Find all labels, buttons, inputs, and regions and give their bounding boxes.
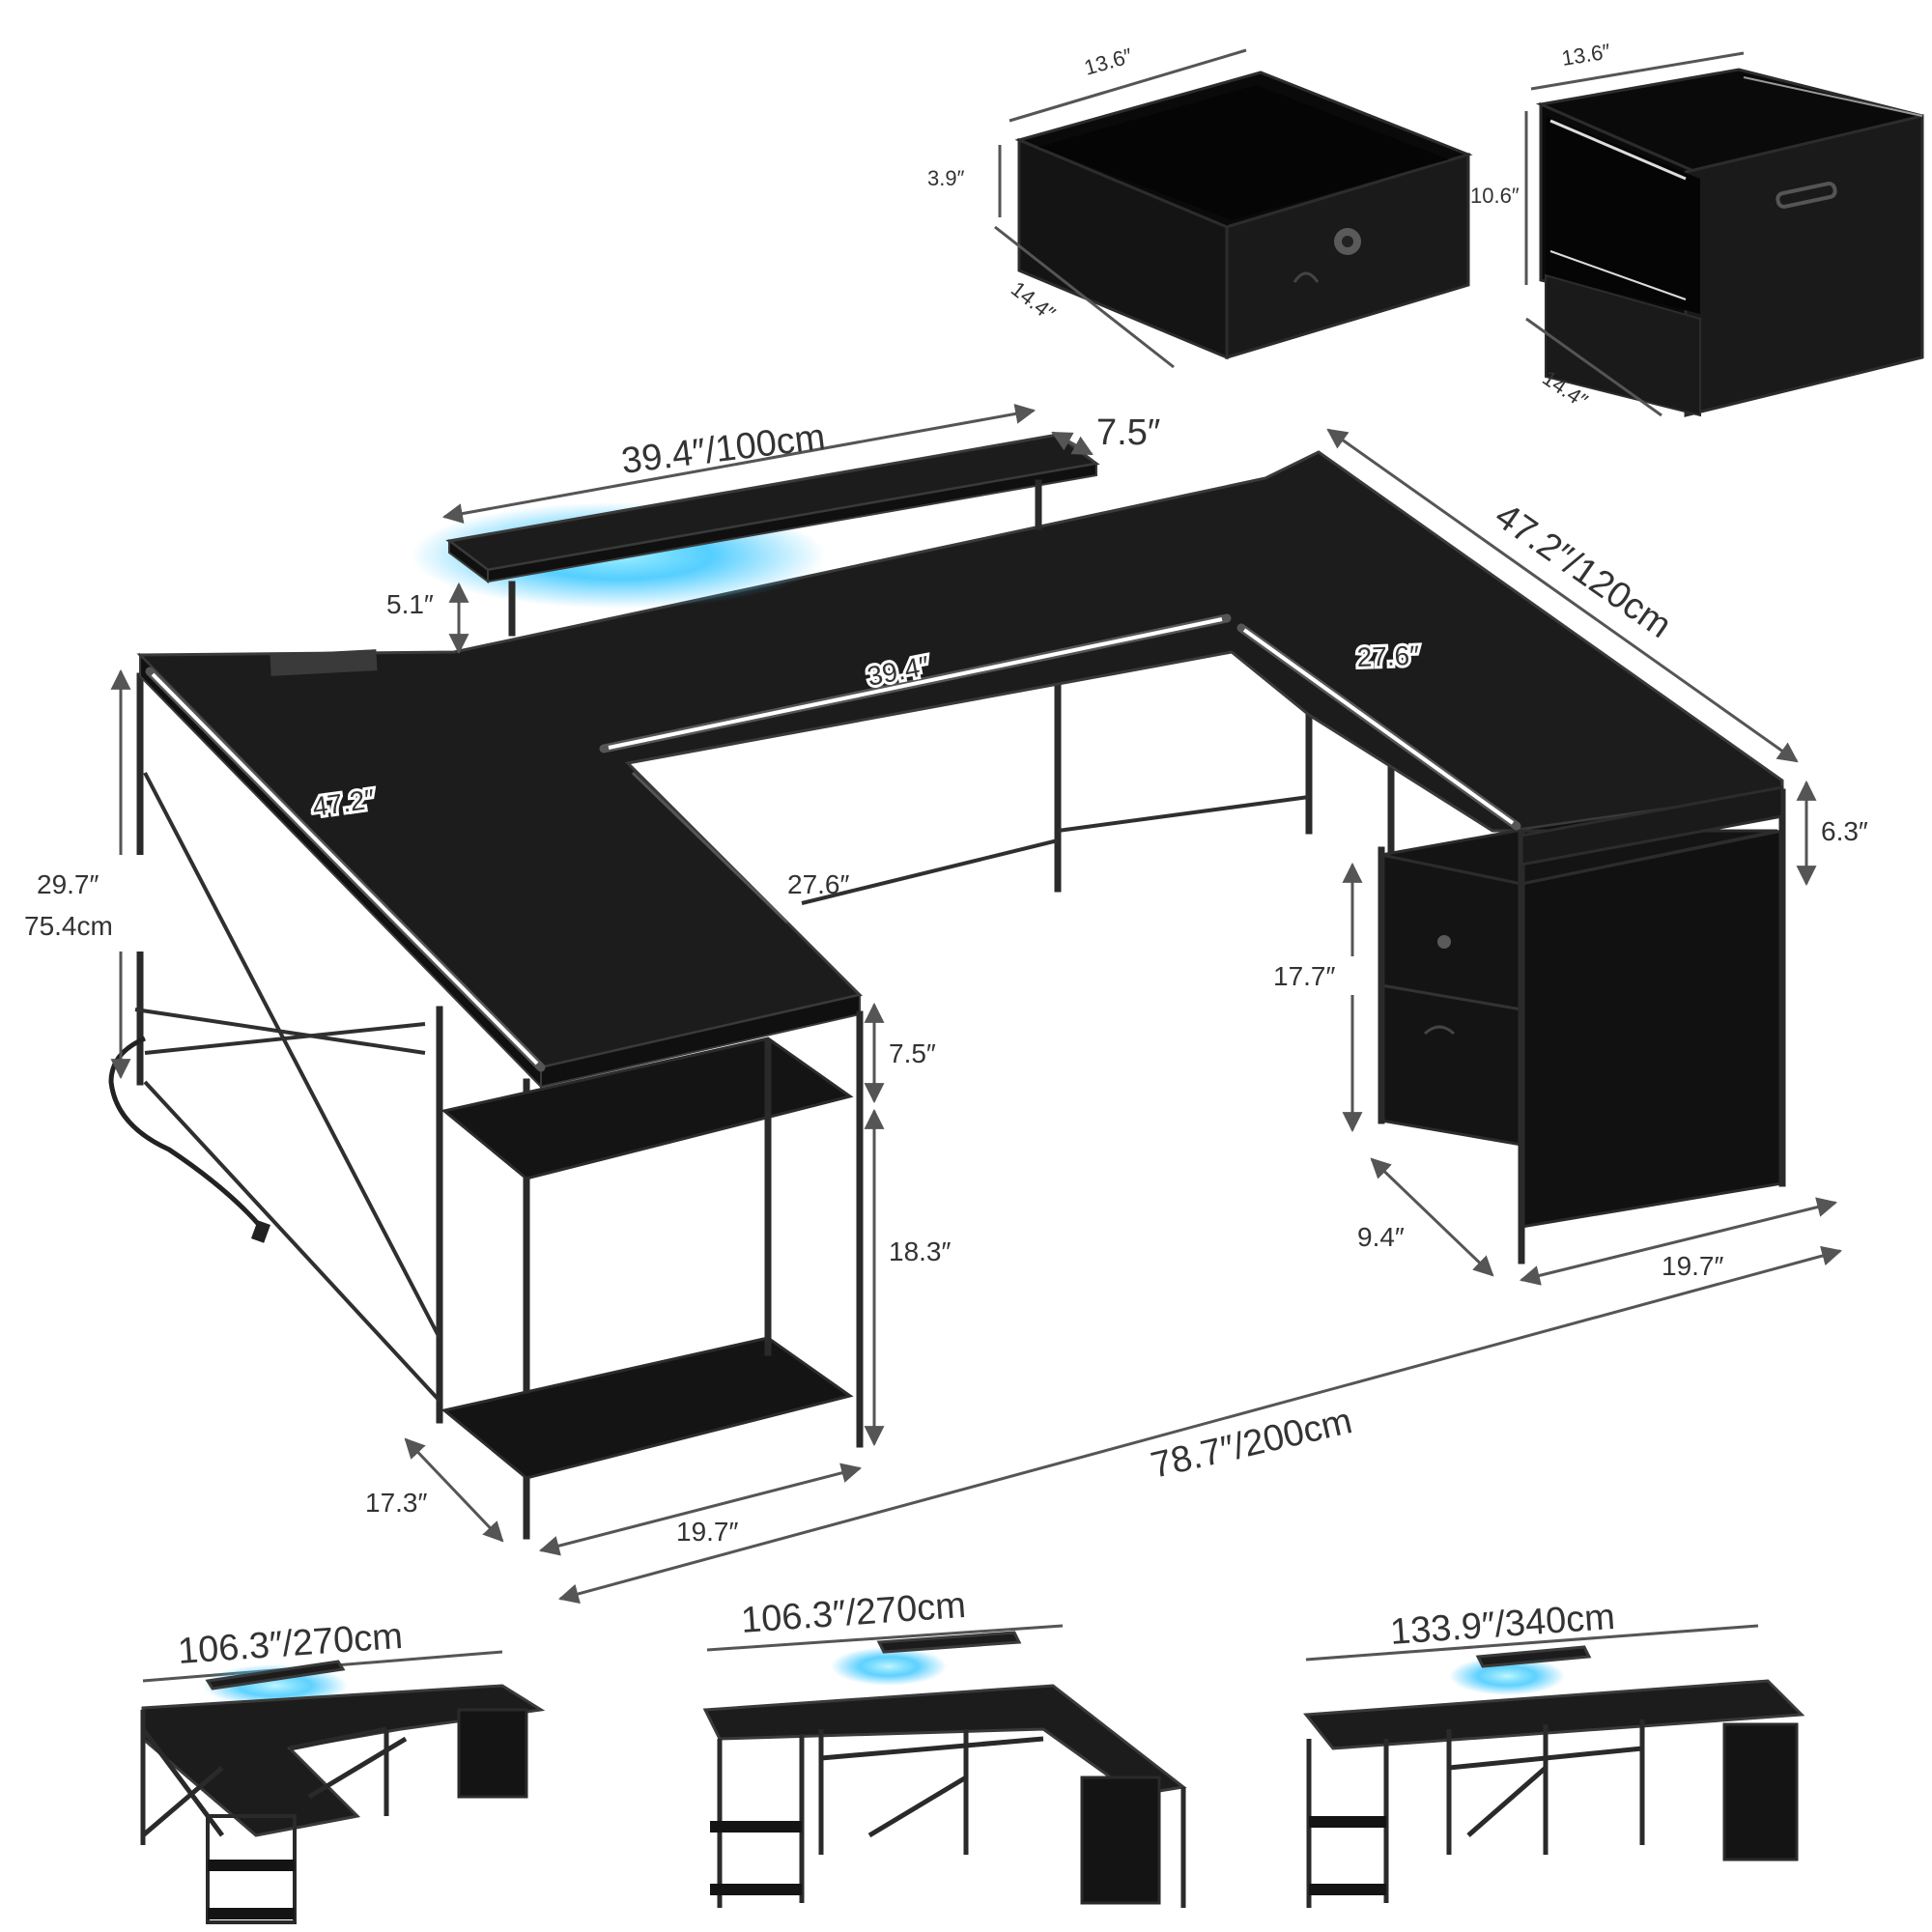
inner-right-depth-label: 27.6″ [1356, 640, 1420, 672]
power-outlet-panel [270, 649, 378, 676]
config-2-length-label: 106.3″/270cm [740, 1585, 968, 1641]
small-drawer-illustration: 13.6″ 3.9″ 14.4″ [927, 43, 1473, 369]
config-3-illustration: 133.9″/340cm [1303, 1597, 1805, 1908]
shelf-depth-label: 17.3″ [365, 1488, 427, 1518]
config-3-length-label: 133.9″/340cm [1389, 1597, 1617, 1653]
monitor-stand-height-label: 5.1″ [386, 589, 434, 619]
monitor-stand-length-label: 39.4″/100cm [619, 416, 828, 482]
shelf-top-gap-label: 7.5″ [889, 1038, 936, 1068]
cabinet-depth-label: 9.4″ [1357, 1222, 1405, 1252]
inner-left-depth-label: 27.6″ [787, 869, 849, 899]
cabinet-height-label: 17.7″ [1273, 961, 1335, 991]
power-cord [108, 1036, 263, 1229]
small-drawer-height-label: 3.9″ [927, 166, 965, 190]
cabinet-gap-label: 6.3″ [1821, 816, 1868, 846]
total-length-label: 78.7″/200cm [1148, 1401, 1356, 1487]
file-drawer-width-label: 13.6″ [1560, 39, 1612, 71]
desk-height-cm-label: 75.4cm [24, 911, 113, 941]
cabinet-lock-icon [1437, 935, 1451, 949]
u-shaped-desk-illustration [108, 433, 1786, 1540]
config-2-illustration: 106.3″/270cm [702, 1585, 1187, 1908]
file-drawer-handle-icon [1776, 182, 1837, 209]
plug-icon [251, 1220, 270, 1243]
desk-height-inches-label: 29.7″ [37, 869, 99, 899]
file-drawer-illustration: 13.6″ 10.6″ 14.4″ [1470, 39, 1924, 417]
monitor-stand-depth-label: 7.5″ [1096, 412, 1160, 453]
inner-front-length-label: 39.4″ [865, 650, 931, 692]
shelf-width-label: 19.7″ [676, 1517, 738, 1547]
file-drawer-height-label: 10.6″ [1470, 184, 1520, 208]
shelf-height-label: 18.3″ [889, 1236, 951, 1266]
small-drawer-width-label: 13.6″ [1081, 43, 1135, 80]
config-1-illustration: 106.3″/270cm [140, 1616, 546, 1924]
cabinet-width-label: 19.7″ [1662, 1251, 1723, 1281]
main-dimension-lines: 39.4″/100cm 7.5″ 5.1″ 47.2″/120cm 39.4″ … [19, 404, 1868, 1605]
